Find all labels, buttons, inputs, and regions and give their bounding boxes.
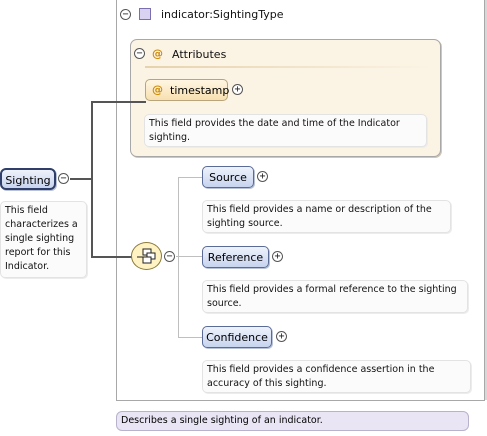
- element-sighting-description: This field characterizes a single sighti…: [0, 201, 87, 278]
- attributes-divider: [145, 66, 432, 68]
- connector: [70, 178, 92, 180]
- complex-type-description: Describes a single sighting of an indica…: [116, 411, 469, 431]
- element-confidence-expand-icon[interactable]: +: [276, 331, 287, 342]
- element-source-description: This field provides a name or descriptio…: [202, 200, 451, 233]
- sequence-glyph: [137, 248, 156, 264]
- element-sighting[interactable]: Sighting: [0, 168, 56, 190]
- attributes-collapse-icon[interactable]: −: [134, 48, 145, 59]
- element-source[interactable]: Source: [202, 166, 254, 188]
- element-reference[interactable]: Reference: [202, 246, 269, 268]
- attribute-timestamp-label: timestamp: [170, 84, 230, 97]
- complex-type-icon: [139, 8, 151, 20]
- sequence-compositor-icon[interactable]: [131, 242, 162, 270]
- attribute-at-icon: @: [152, 83, 163, 96]
- attribute-timestamp[interactable]: @ timestamp: [145, 79, 230, 101]
- attribute-timestamp-expand-icon[interactable]: +: [232, 84, 243, 95]
- attributes-at-icon: @: [152, 47, 163, 60]
- element-reference-label: Reference: [207, 251, 264, 264]
- connector: [178, 337, 202, 338]
- element-sighting-label: Sighting: [5, 174, 51, 187]
- element-confidence[interactable]: Confidence: [202, 326, 272, 348]
- attributes-label: Attributes: [172, 48, 227, 61]
- sequence-collapse-icon[interactable]: −: [164, 251, 175, 262]
- connector: [91, 101, 93, 257]
- connector: [178, 256, 202, 257]
- attribute-timestamp-description: This field provides the date and time of…: [144, 114, 427, 147]
- complex-type-label: indicator:SightingType: [161, 8, 284, 21]
- element-reference-description: This field provides a formal reference t…: [202, 280, 468, 313]
- connector: [178, 177, 179, 337]
- element-source-label: Source: [209, 171, 247, 184]
- connector: [178, 177, 202, 178]
- type-collapse-icon[interactable]: −: [120, 9, 131, 20]
- connector: [91, 256, 132, 258]
- element-source-expand-icon[interactable]: +: [257, 171, 268, 182]
- element-confidence-description: This field provides a confidence asserti…: [202, 360, 471, 393]
- element-reference-expand-icon[interactable]: +: [272, 251, 283, 262]
- connector: [91, 101, 146, 103]
- element-sighting-collapse-icon[interactable]: −: [58, 173, 69, 184]
- element-confidence-label: Confidence: [206, 331, 268, 344]
